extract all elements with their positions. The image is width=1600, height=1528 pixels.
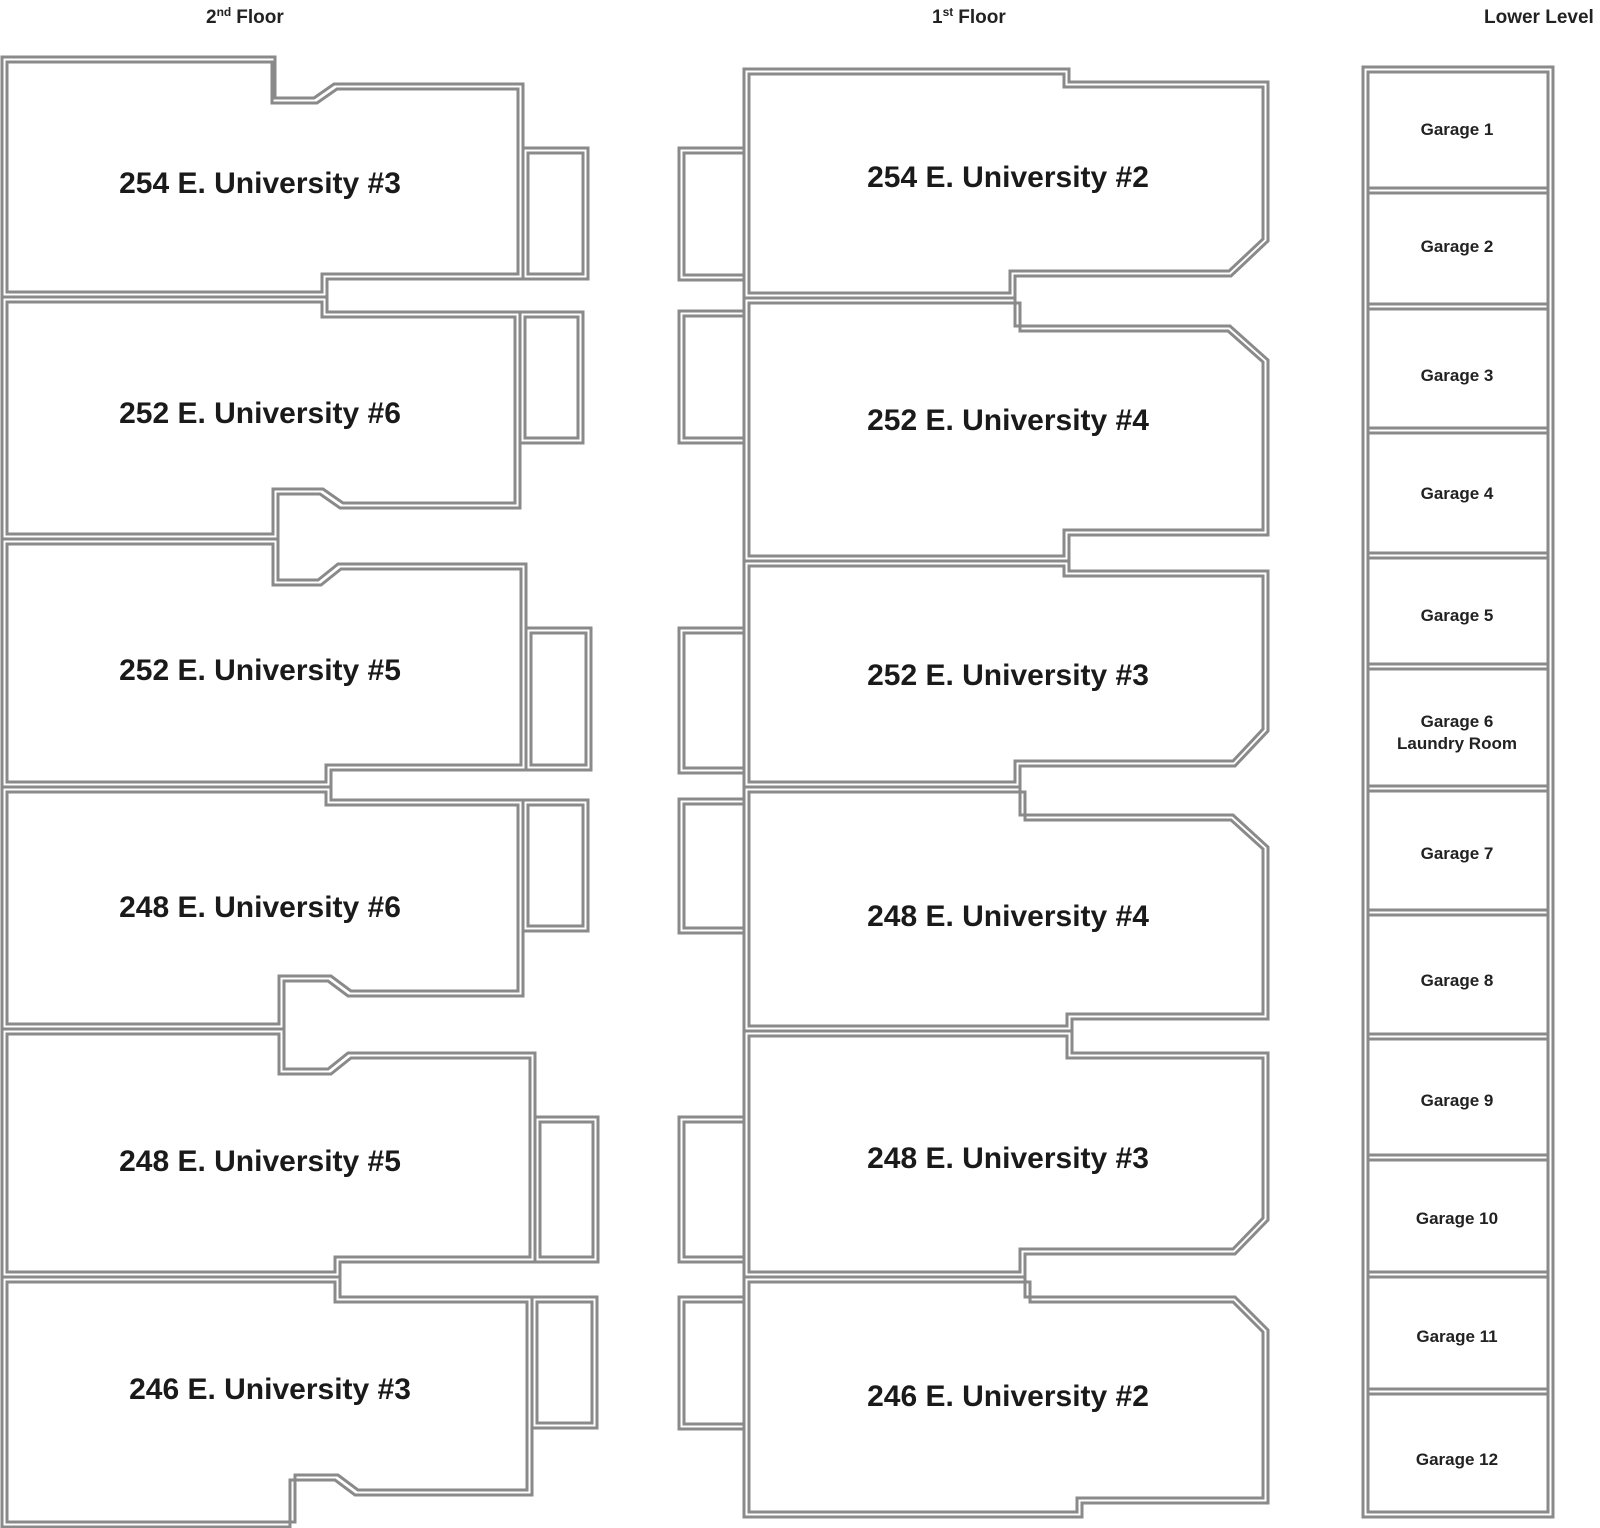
- lower-level-plan: Garage 1 Garage 2 Garage 3 Garage 4 Gara…: [1361, 65, 1555, 1519]
- garage-8: Garage 8: [1421, 971, 1494, 990]
- unit-label: 246 E. University #3: [129, 1373, 411, 1406]
- unit-252-3-first-floor: 252 E. University #3: [677, 559, 1270, 789]
- garage-label: Garage 8: [1421, 971, 1494, 990]
- garage-label: Garage 11: [1416, 1327, 1497, 1346]
- unit-label: 254 E. University #3: [119, 167, 401, 200]
- unit-248-3-first-floor: 248 E. University #3: [677, 1029, 1270, 1279]
- unit-246-3-second-floor: 246 E. University #3: [0, 1275, 599, 1528]
- garage-label: Garage 2: [1421, 237, 1494, 256]
- garage-label: Garage 3: [1421, 366, 1494, 385]
- unit-label: 248 E. University #5: [119, 1145, 401, 1178]
- garage-1: Garage 1: [1421, 120, 1494, 139]
- garage-label: Garage 6: [1421, 712, 1494, 731]
- unit-252-5-second-floor: 252 E. University #5: [0, 537, 593, 789]
- garage-label: Garage 1: [1421, 120, 1494, 139]
- garage-11: Garage 11: [1416, 1327, 1497, 1346]
- garage-label: Garage 7: [1421, 844, 1494, 863]
- unit-label: 248 E. University #6: [119, 891, 401, 924]
- unit-label: 252 E. University #6: [119, 397, 401, 430]
- garage-sublabel: Laundry Room: [1397, 734, 1517, 753]
- first-floor-plan: 254 E. University #2 252 E. University #…: [677, 67, 1270, 1519]
- unit-252-4-first-floor: 252 E. University #4: [677, 296, 1270, 563]
- unit-label: 248 E. University #3: [867, 1142, 1149, 1175]
- unit-248-6-second-floor: 248 E. University #6: [0, 785, 590, 1031]
- garage-10: Garage 10: [1416, 1209, 1498, 1228]
- unit-248-4-first-floor: 248 E. University #4: [677, 785, 1270, 1033]
- unit-label: 252 E. University #3: [867, 659, 1149, 692]
- garage-12: Garage 12: [1416, 1450, 1498, 1469]
- garage-label: Garage 4: [1421, 484, 1494, 503]
- garage-label: Garage 9: [1421, 1091, 1494, 1110]
- garage-9: Garage 9: [1421, 1091, 1494, 1110]
- unit-246-2-first-floor: 246 E. University #2: [677, 1275, 1270, 1519]
- garage-3: Garage 3: [1421, 366, 1494, 385]
- garage-4: Garage 4: [1421, 484, 1494, 503]
- unit-248-5-second-floor: 248 E. University #5: [0, 1027, 600, 1279]
- unit-label: 248 E. University #4: [867, 900, 1149, 933]
- unit-254-2-first-floor: 254 E. University #2: [677, 67, 1270, 300]
- garage-7: Garage 7: [1421, 844, 1494, 863]
- unit-label: 252 E. University #4: [867, 404, 1149, 437]
- unit-label: 246 E. University #2: [867, 1380, 1149, 1413]
- garage-6: Garage 6 Laundry Room: [1397, 712, 1517, 753]
- second-floor-plan: 254 E. University #3 252 E. University #…: [0, 55, 600, 1528]
- lower-level-heading: Lower Level: [1484, 7, 1594, 28]
- garage-label: Garage 5: [1421, 606, 1494, 625]
- unit-252-6-second-floor: 252 E. University #6: [0, 295, 585, 541]
- unit-label: 254 E. University #2: [867, 161, 1149, 194]
- unit-254-3-second-floor: 254 E. University #3: [0, 55, 590, 299]
- garage-label: Garage 10: [1416, 1209, 1498, 1228]
- unit-label: 252 E. University #5: [119, 654, 401, 687]
- garage-label: Garage 12: [1416, 1450, 1498, 1469]
- garage-dividers: [1368, 186, 1548, 1396]
- garage-5: Garage 5: [1421, 606, 1494, 625]
- garage-2: Garage 2: [1421, 237, 1494, 256]
